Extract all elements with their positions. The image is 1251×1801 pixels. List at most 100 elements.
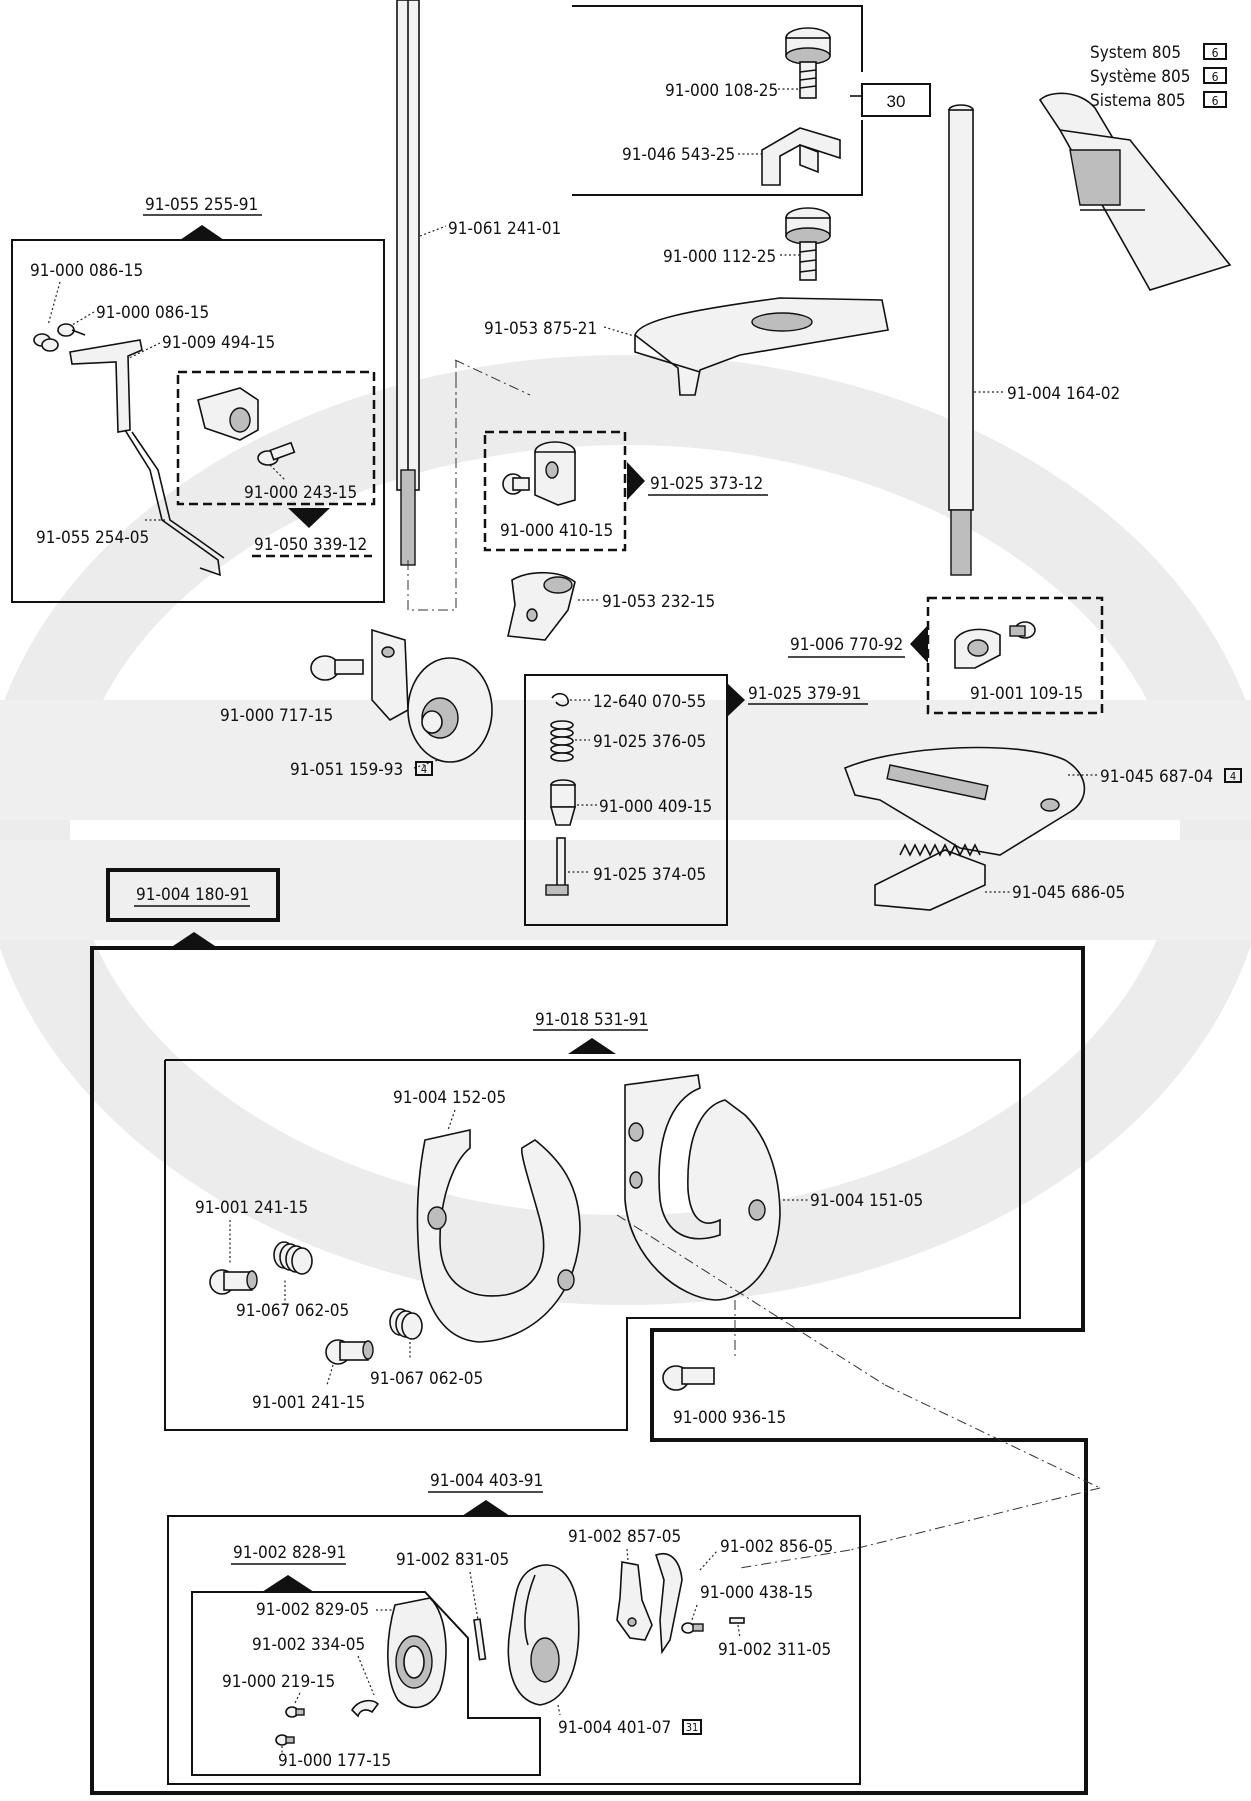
reference-box-30-label: 30 <box>887 92 906 111</box>
label-91-046-543-25: 91-046 543-25 <box>622 145 735 165</box>
label-12-640-070-55: 12-640 070-55 <box>593 692 706 712</box>
system-badge-2: 6 <box>1212 70 1219 84</box>
ref-4-b: 4 <box>1230 770 1236 783</box>
small-screws-icon <box>33 323 86 352</box>
race-ring-151-icon <box>624 1074 781 1301</box>
group-box-91-004-180-91 <box>106 868 280 922</box>
group-label-91-025-379-91: 91-025 379-91 <box>748 684 861 704</box>
arrow-up-3-icon <box>568 1038 616 1054</box>
label-91-001-241-15-a: 91-001 241-15 <box>195 1198 308 1218</box>
label-91-002-857-05: 91-002 857-05 <box>568 1527 681 1547</box>
arrow-up-4-icon <box>462 1500 510 1516</box>
thumb-screw-2-icon <box>785 207 831 281</box>
hook-assembly-frame <box>90 946 1088 1795</box>
arrow-up-icon <box>180 225 224 240</box>
spring-group: 12-640 070-55 91-025 376-05 91-000 409-1… <box>524 674 868 926</box>
reference-box-30 <box>861 83 931 117</box>
thread-guide-clamp-group: 91-000 410-15 91-025 373-12 <box>483 430 768 552</box>
group-label-91-006-770-92: 91-006 770-92 <box>790 635 903 655</box>
feed-dog-icon <box>874 843 986 911</box>
label-91-053-875-21: 91-053 875-21 <box>484 319 597 339</box>
group-label-91-050-339-12: 91-050 339-12 <box>254 535 367 555</box>
system-line-1: System 805 <box>1090 43 1181 63</box>
system-line-2: Système 805 <box>1090 67 1191 87</box>
bushing-icon <box>549 779 577 826</box>
needle-clamp-group: 91-006 770-92 91-001 109-15 <box>788 596 1104 715</box>
system-badge-3: 6 <box>1212 94 1219 108</box>
group-label-91-002-828-91: 91-002 828-91 <box>233 1543 346 1563</box>
spring-icon <box>550 720 574 762</box>
screw-936-icon <box>662 1365 715 1391</box>
screw-438-icon <box>681 1622 704 1634</box>
needle-clamp-icon <box>954 628 1001 669</box>
needle-bar-icon <box>948 104 974 576</box>
group-label-91-055-255-91: 91-055 255-91 <box>145 195 258 215</box>
spring-062-b-icon <box>389 1308 423 1340</box>
spring-062-a-icon <box>273 1241 313 1275</box>
label-91-001-241-15-b: 91-001 241-15 <box>252 1393 365 1413</box>
label-91-002-334-05: 91-002 334-05 <box>252 1635 365 1655</box>
label-91-004-151-05: 91-004 151-05 <box>810 1191 923 1211</box>
label-91-000-108-25: 91-000 108-25 <box>665 81 778 101</box>
arrow-left-icon <box>910 625 928 663</box>
label-91-000-177-15: 91-000 177-15 <box>278 1751 391 1771</box>
label-91-000-086-15-a: 91-000 086-15 <box>30 261 143 281</box>
e-ring-icon <box>551 692 570 707</box>
arrow-up-2-icon <box>170 932 218 948</box>
thread-guide-232-icon <box>507 571 576 641</box>
thumb-screw-icon <box>785 27 831 99</box>
screw-717-icon <box>310 655 364 681</box>
group-label-91-018-531-91: 91-018 531-91 <box>535 1010 648 1030</box>
group-label-91-004-403-91: 91-004 403-91 <box>430 1471 543 1491</box>
system-line-3: Sistema 805 <box>1090 91 1186 111</box>
label-91-000-409-15: 91-000 409-15 <box>599 797 712 817</box>
system-badge-1: 6 <box>1212 46 1219 60</box>
arrow-right-2-icon <box>727 683 745 717</box>
label-91-000-243-15: 91-000 243-15 <box>244 483 357 503</box>
presser-foot-icon <box>634 297 889 396</box>
arrow-down-icon <box>288 508 330 528</box>
label-91-025-374-05: 91-025 374-05 <box>593 865 706 885</box>
clamp-bracket-icon <box>761 127 841 186</box>
label-91-067-062-05-b: 91-067 062-05 <box>370 1369 483 1389</box>
pin-831-icon <box>473 1618 487 1661</box>
ref-31: 31 <box>686 1721 699 1734</box>
plate-857-icon <box>616 1561 653 1641</box>
hook-group: 91-004 403-91 91-002 828-91 91-002 831-0… <box>167 1471 861 1785</box>
screw-243-icon <box>257 441 296 466</box>
pin-icon <box>545 837 569 896</box>
label-91-009-494-15: 91-009 494-15 <box>162 333 275 353</box>
label-91-051-159-93: 91-051 159-93 <box>290 760 403 780</box>
label-91-061-241-01: 91-061 241-01 <box>448 219 561 239</box>
watermark-logo <box>0 355 1251 1305</box>
label-91-004-152-05: 91-004 152-05 <box>393 1088 506 1108</box>
shoulder-screw-a-icon <box>209 1269 258 1295</box>
hook-race-group: 91-018 531-91 91-004 152-05 91-004 151-0… <box>164 1010 1021 1431</box>
label-91-067-062-05-a: 91-067 062-05 <box>236 1301 349 1321</box>
needle-pack-icon <box>1038 92 1232 291</box>
needle-plate-icon <box>843 746 1086 856</box>
label-91-002-311-05: 91-002 311-05 <box>718 1640 831 1660</box>
latch-334-icon <box>350 1699 380 1718</box>
group-label-91-004-180-91: 91-004 180-91 <box>136 885 249 905</box>
label-91-001-109-15: 91-001 109-15 <box>970 684 1083 704</box>
label-91-002-856-05: 91-002 856-05 <box>720 1537 833 1557</box>
label-91-004-401-07: 91-004 401-07 <box>558 1718 671 1738</box>
guide-clamp-icon <box>534 441 576 506</box>
label-91-002-831-05: 91-002 831-05 <box>396 1550 509 1570</box>
screw-109-icon <box>1009 621 1036 639</box>
spring-856-icon <box>655 1553 683 1655</box>
label-91-045-686-05: 91-045 686-05 <box>1012 883 1125 903</box>
label-91-000-936-15: 91-000 936-15 <box>673 1408 786 1428</box>
ref-4-a: 4 <box>421 763 427 776</box>
label-91-000-410-15: 91-000 410-15 <box>500 521 613 541</box>
arrow-up-5-icon <box>262 1575 314 1592</box>
label-91-000-086-15-b: 91-000 086-15 <box>96 303 209 323</box>
thread-guide-group: 91-055 255-91 91-000 086-15 91-000 086-1… <box>11 195 385 603</box>
needle-system-info: System 805 Système 805 Sistema 805 6 6 6 <box>1038 43 1232 291</box>
label-91-000-219-15: 91-000 219-15 <box>222 1672 335 1692</box>
label-91-055-254-05: 91-055 254-05 <box>36 528 149 548</box>
pin-311-icon <box>729 1617 745 1624</box>
arrow-right-icon <box>627 462 645 500</box>
